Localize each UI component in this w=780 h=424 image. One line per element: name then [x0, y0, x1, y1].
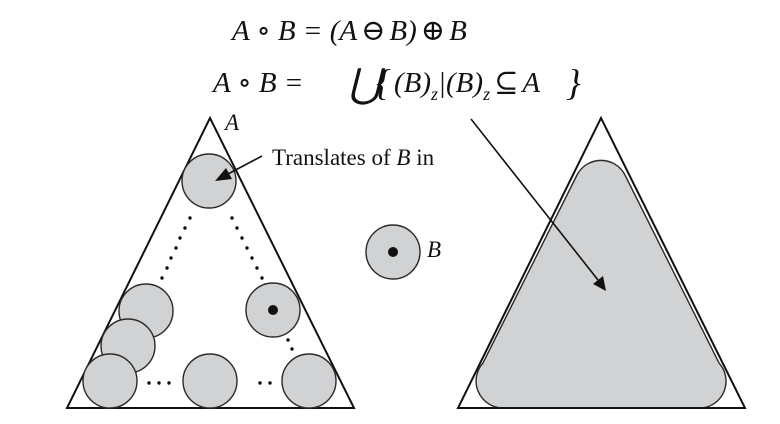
annotation-arrowhead [215, 168, 232, 181]
label-structuring-element: B [427, 237, 441, 262]
translated-disk [281, 353, 337, 409]
result-arrowhead [593, 276, 606, 291]
translated-disk [182, 353, 238, 409]
close-brace: } [566, 63, 581, 104]
label-translates-of-b: Translates of B in [272, 145, 435, 170]
dotted-trail-right-lower [286, 338, 294, 351]
dotted-trail-left [160, 216, 192, 280]
translated-disk [181, 153, 237, 209]
disk-center-dot [268, 305, 278, 315]
equation-opening-definition: A ∘ B = (A⊖B)⊕B [230, 15, 467, 47]
label-set-a: A [223, 110, 240, 135]
equation-opening-union: A ∘ B = ⋃ { (B)z|(B)z⊆A } [211, 61, 581, 106]
annotation-arrow-line [227, 155, 263, 175]
structuring-element-center [388, 247, 398, 257]
dotted-trail-bottom [147, 381, 272, 385]
result-arrow-line [470, 118, 599, 281]
union-symbol: ⋃ [348, 61, 386, 106]
set-builder-expression: (B)z|(B)z⊆A [394, 67, 540, 104]
dotted-trail-right [230, 216, 264, 280]
translated-disk [82, 353, 138, 409]
open-brace: { [376, 63, 391, 104]
equation-union-left: A ∘ B = [211, 67, 303, 99]
triangle-result-outline [456, 115, 747, 409]
